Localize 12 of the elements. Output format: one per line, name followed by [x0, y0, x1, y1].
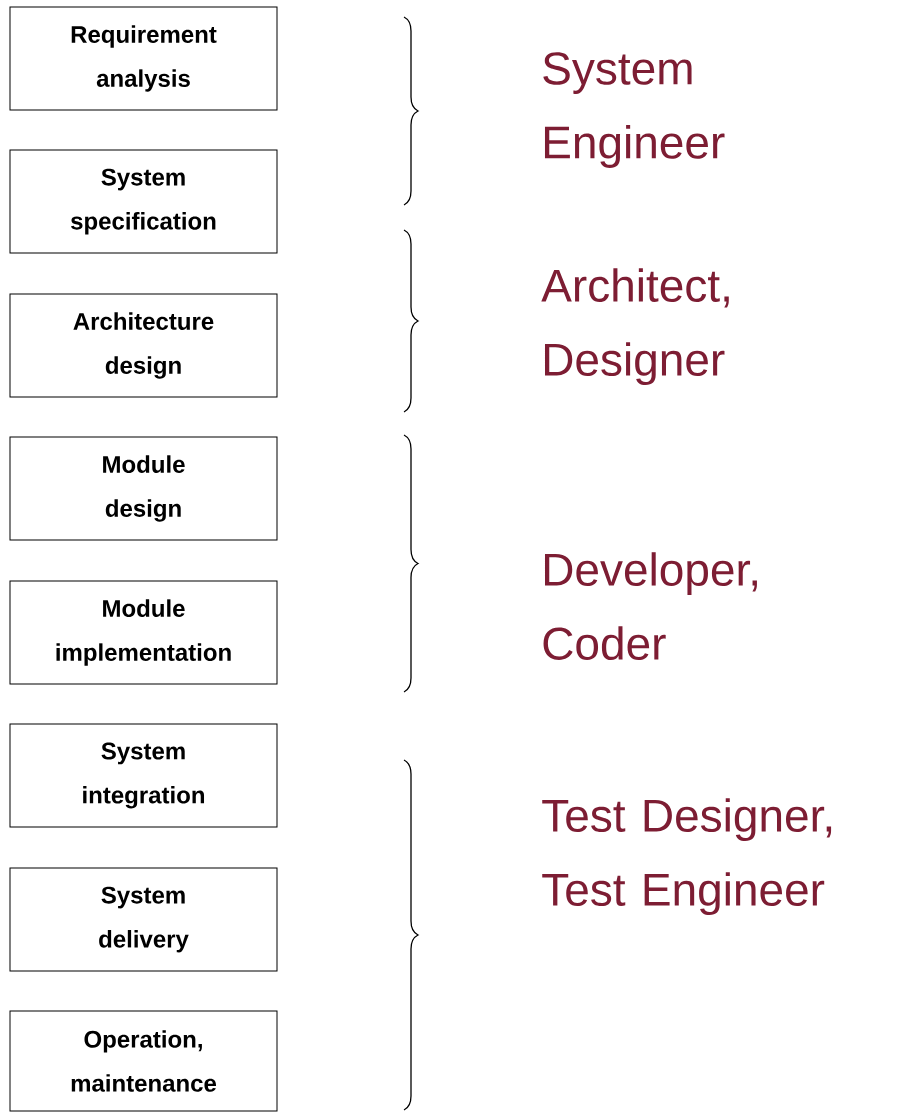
process-box: Module implementation	[9, 580, 278, 685]
process-box: System delivery	[9, 867, 278, 972]
process-box: Architecture design	[9, 293, 278, 398]
role-label: System Engineer	[543, 52, 725, 168]
process-box: System integration	[9, 723, 278, 828]
role-label: Developer, Coder	[543, 552, 757, 660]
process-box: Module design	[9, 436, 278, 541]
process-box: System specification	[9, 149, 278, 254]
role-label: Test Designer, Test Engineer	[542, 798, 832, 916]
role-label: Architect, Designer	[541, 268, 729, 386]
process-box: Operation, maintenance	[9, 1010, 278, 1112]
process-box: Requirement analysis	[9, 6, 278, 111]
